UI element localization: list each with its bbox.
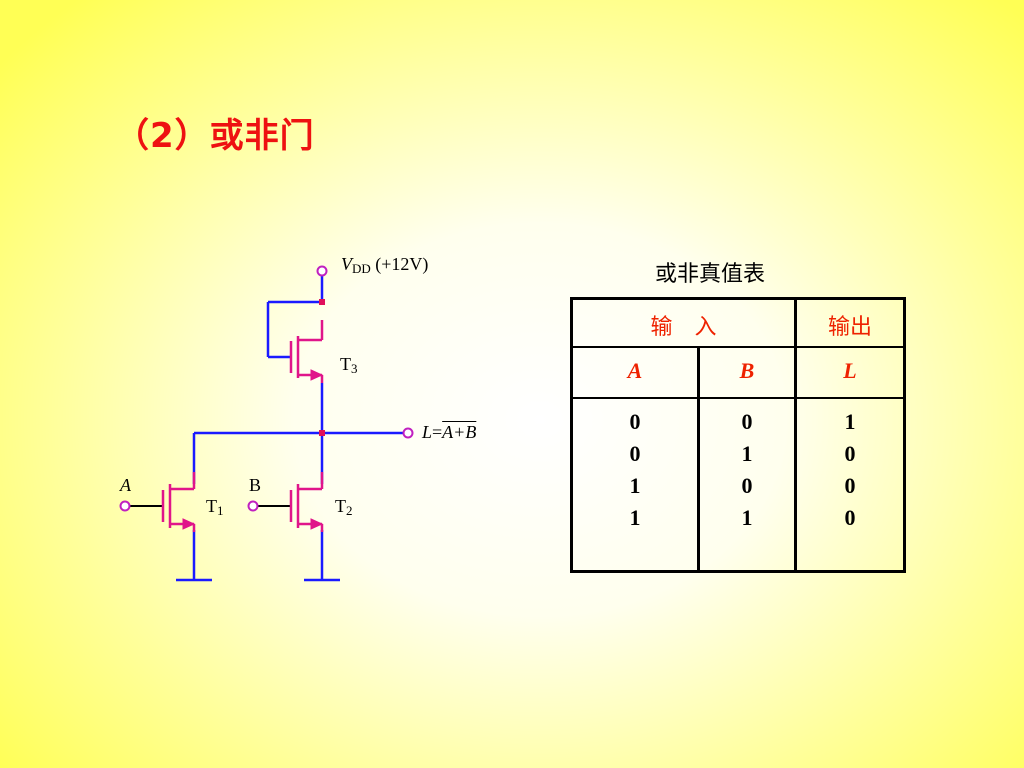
column-l-values: 1 0 0 0 [797, 406, 903, 534]
table-cell: 1 [741, 505, 753, 530]
table-cell: 0 [629, 409, 641, 434]
column-a-values: 0 0 1 1 [573, 406, 697, 534]
output-label: L=A+B [422, 422, 477, 442]
column-b-header: B [739, 358, 755, 383]
table-cell: 1 [741, 441, 753, 466]
circuit-wires [176, 276, 403, 582]
table-rule [697, 348, 700, 570]
slide-title: （2）或非门 [115, 116, 315, 156]
truth-table-title: 或非真值表 [655, 262, 766, 287]
t3-label: T3 [340, 354, 358, 376]
transistor-t3 [289, 320, 324, 383]
column-b-values: 0 1 0 1 [700, 406, 794, 534]
table-cell: 1 [629, 505, 641, 530]
transistor-t1 [161, 472, 196, 532]
table-cell: 0 [629, 441, 641, 466]
terminals [119, 265, 414, 512]
table-rule [794, 300, 797, 570]
column-a-header: A [627, 358, 643, 383]
table-cell: 1 [629, 473, 641, 498]
table-cell: 0 [741, 473, 753, 498]
table-rule [573, 346, 903, 348]
table-cell: 1 [844, 409, 856, 434]
output-expression: A+B [442, 422, 477, 442]
input-a-label: A [120, 475, 131, 495]
vdd-terminal [316, 265, 328, 277]
table-cell: 0 [844, 505, 856, 530]
input-b-terminal [247, 500, 259, 512]
input-header: 输 入 [650, 315, 717, 340]
input-a-terminal [119, 500, 131, 512]
transistor-t2 [289, 472, 324, 532]
junctions [319, 299, 325, 436]
input-b-label: B [249, 475, 262, 495]
t1-label: T1 [206, 496, 224, 518]
vdd-label: VDD (+12V) [341, 254, 429, 276]
table-cell: 0 [844, 441, 856, 466]
table-cell: 0 [741, 409, 753, 434]
output-terminal [402, 427, 414, 439]
t2-label: T2 [335, 496, 353, 518]
column-l-header: L [843, 358, 857, 383]
output-header: 输出 [827, 315, 872, 340]
table-rule [573, 397, 903, 399]
table-cell: 0 [844, 473, 856, 498]
truth-table: 输 入 输出 A B L 0 0 1 1 0 1 0 1 1 0 0 0 [570, 297, 906, 573]
